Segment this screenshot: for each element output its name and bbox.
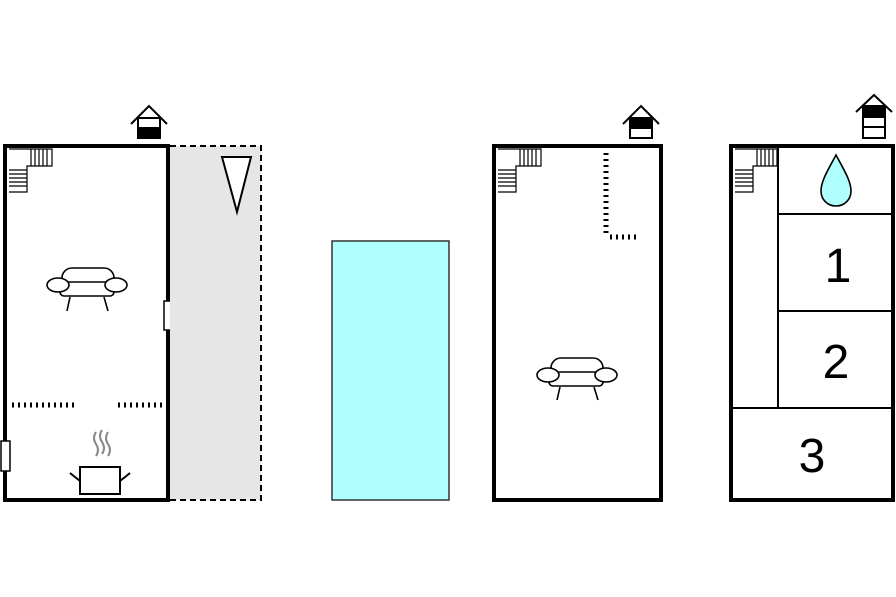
second-floor-walls (729, 144, 895, 502)
room-number: 1 (825, 240, 852, 293)
ground-floor-walls (3, 144, 170, 502)
room-number: 2 (823, 336, 850, 389)
pool (331, 240, 450, 501)
first-floor-walls (492, 144, 663, 502)
floor-indicator-icon (130, 104, 168, 139)
room-number: 3 (799, 430, 826, 483)
compass-triangle-icon (220, 156, 253, 216)
second-floor: 1 2 3 (729, 93, 895, 502)
sofa-icon (536, 357, 618, 401)
terrace (170, 145, 262, 501)
partition-line (603, 153, 637, 240)
cooking-pot-icon (69, 429, 131, 495)
ground-floor (0, 104, 174, 502)
stairs-icon (9, 148, 53, 193)
floor-indicator-icon (622, 104, 660, 139)
stairs-icon (498, 148, 542, 193)
floor-indicator-icon (855, 93, 893, 139)
water-drop-icon (820, 153, 852, 207)
stairs-icon (735, 148, 778, 193)
door-icon (0, 440, 11, 472)
interior-walls (731, 146, 893, 409)
first-floor (492, 104, 663, 502)
sofa-icon (46, 267, 128, 312)
